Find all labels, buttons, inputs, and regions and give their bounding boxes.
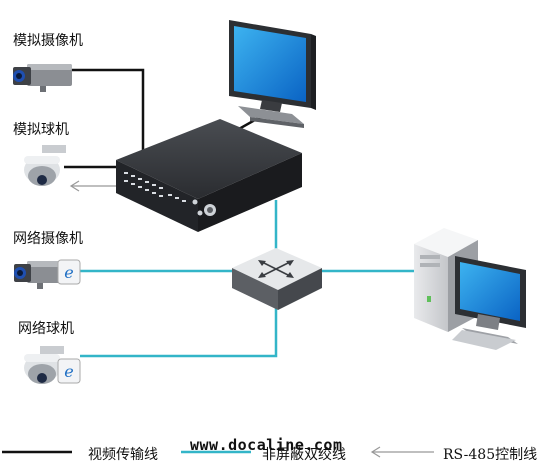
label-analog-dome: 模拟球机 — [13, 122, 69, 138]
watermark-text: www.docaline.com — [190, 436, 343, 454]
label-network-camera: 网络摄像机 — [13, 231, 83, 247]
legend-utp-label: 非屏蔽双绞线 — [262, 447, 346, 463]
label-analog-camera: 模拟摄像机 — [13, 33, 83, 49]
analog-camera-video-line — [72, 68, 145, 160]
legend-lines — [2, 446, 434, 458]
analog-camera-icon — [13, 64, 72, 92]
network-switch-icon — [232, 248, 322, 310]
svg-text:e: e — [64, 362, 73, 381]
analog-dome-icon — [24, 145, 66, 186]
legend-rs485-label: RS-485控制线 — [443, 447, 538, 463]
utp-cable-lines — [80, 200, 414, 358]
computer-icon — [414, 228, 526, 350]
svg-text:e: e — [64, 263, 73, 282]
network-dome-line — [80, 303, 278, 358]
legend-rs485-arrow — [370, 446, 381, 458]
legend-video-label: 视频传输线 — [88, 447, 158, 463]
network-camera-icon: e — [14, 259, 81, 289]
network-dome-icon: e — [24, 346, 81, 384]
label-network-dome: 网络球机 — [18, 321, 74, 337]
rs485-line — [69, 180, 122, 192]
monitor-icon — [229, 20, 316, 128]
nvr-icon — [116, 119, 302, 232]
